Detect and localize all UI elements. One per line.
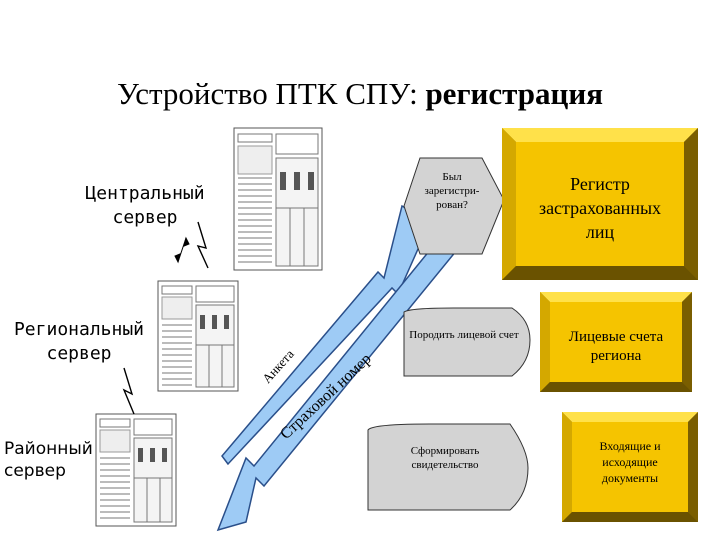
certificate-process-text: Сформировать свидетельство xyxy=(410,445,480,471)
central-server-icon xyxy=(233,127,323,271)
central-server-label: Центральный сервер xyxy=(85,183,205,228)
registry-box-text: Регистр застрахованных лиц xyxy=(538,174,662,242)
account-process-text: Породить лицевой счет xyxy=(409,329,519,341)
upward-arrow xyxy=(221,204,431,466)
central-regional-link-icon xyxy=(174,221,209,269)
page-title: Устройство ПТК СПУ: регистрация xyxy=(0,76,720,112)
district-server-label: Районный сервер xyxy=(4,439,93,481)
registry-box xyxy=(502,128,698,280)
regional-server-icon xyxy=(157,280,239,392)
regional-server-label: Региональный сервер xyxy=(13,319,145,364)
accounts-box xyxy=(540,292,692,392)
process-shape-certificate xyxy=(367,423,529,511)
accounts-box-text: Лицевые счета региона xyxy=(568,329,664,364)
documents-box xyxy=(562,412,698,522)
documents-box-text: Входящие и исходящие документы xyxy=(599,439,661,485)
title-bold: регистрация xyxy=(425,76,603,111)
decision-hexagon xyxy=(403,157,505,255)
downward-arrow xyxy=(216,194,490,532)
process-shape-account xyxy=(403,307,531,377)
regional-district-link-icon xyxy=(122,367,135,415)
decision-text: Был зарегистри-рован? xyxy=(424,171,480,211)
title-plain: Устройство ПТК СПУ: xyxy=(117,76,426,111)
district-server-icon xyxy=(95,413,177,527)
